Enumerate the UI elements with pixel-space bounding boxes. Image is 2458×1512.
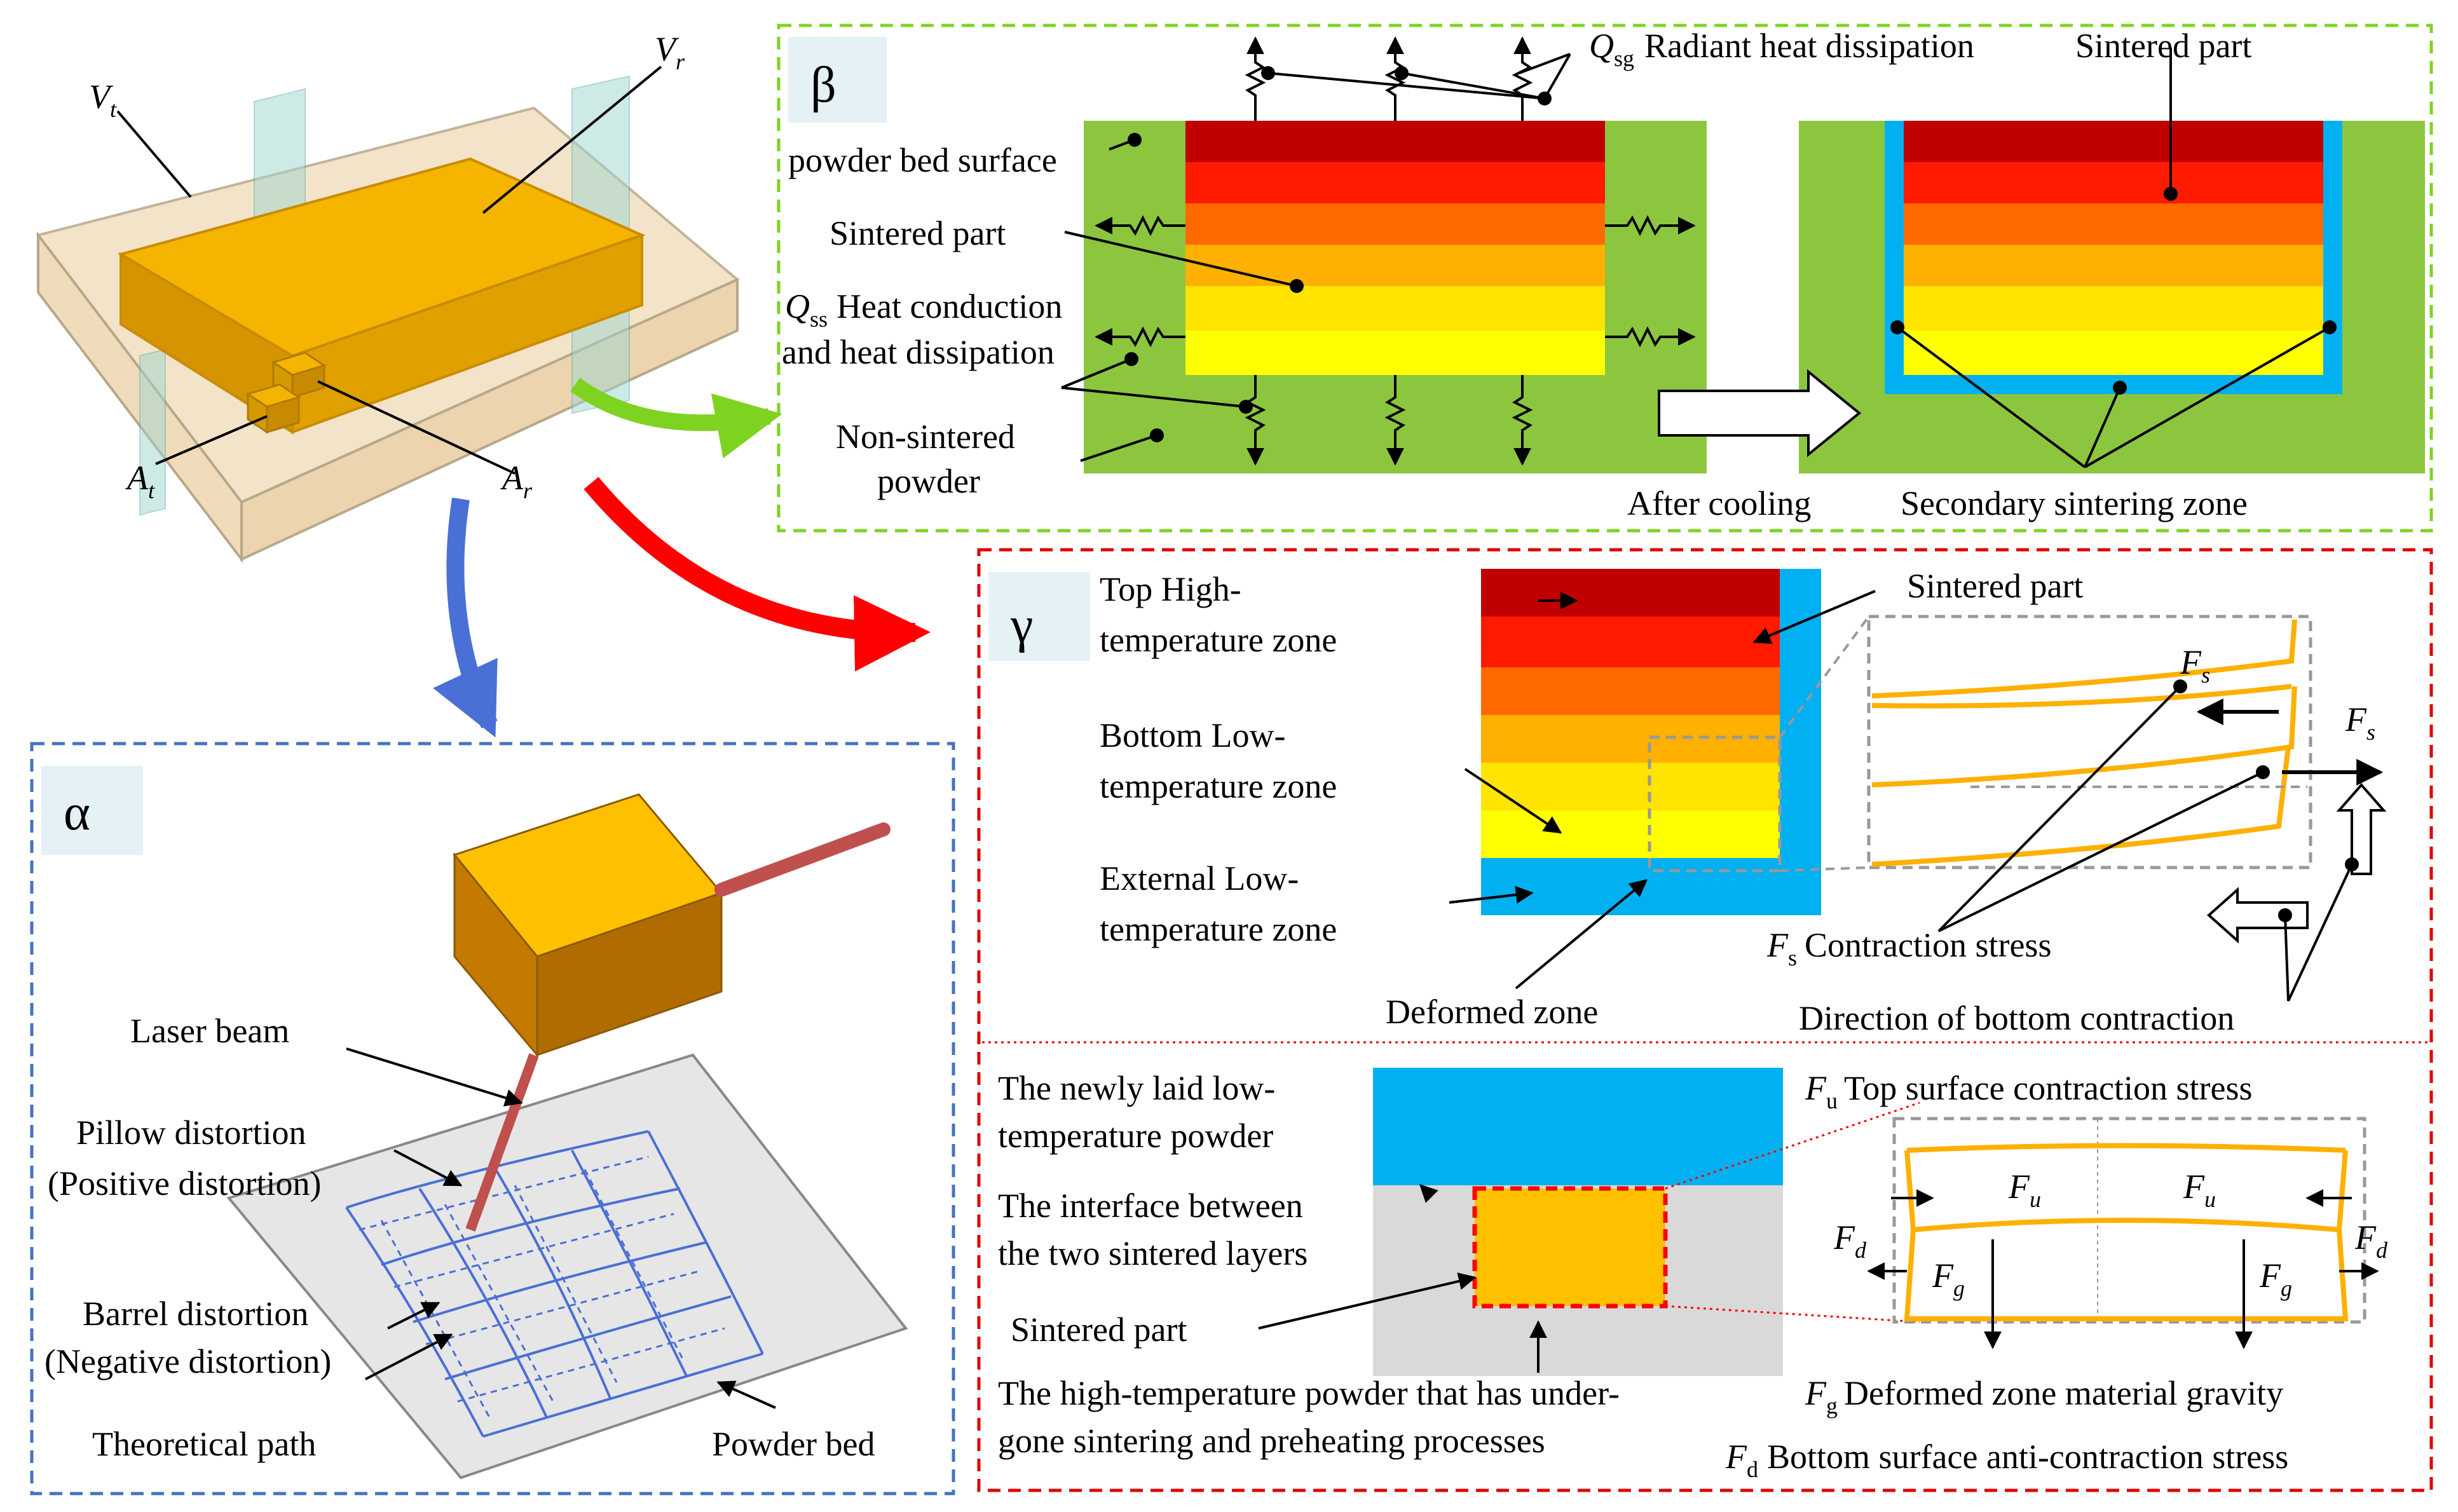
sintered-part-before-label: Sintered part — [830, 214, 1006, 252]
fs-label-2: Fs — [2345, 700, 2375, 745]
alpha-tag: α — [64, 785, 90, 841]
fg-label-2: Fg — [2259, 1257, 2292, 1301]
gamma-tag: γ — [1010, 597, 1033, 653]
powder-bed-surface-label: powder bed surface — [788, 141, 1057, 179]
sintered-part-lower — [1472, 1186, 1668, 1309]
external-zone-label-2: temperature zone — [1100, 910, 1337, 948]
non-sintered-label-1: Non-sintered — [836, 418, 1015, 456]
gamma-panel: γ — [977, 548, 2433, 1492]
bottom-contraction-label: Direction of bottom contraction — [1799, 999, 2234, 1037]
beta-panel: β — [777, 24, 2433, 533]
heat-dissipation-label: and heat dissipation — [782, 333, 1055, 371]
vt-label: Vt — [89, 78, 117, 122]
non-sintered-label-2: powder — [877, 462, 980, 500]
fu-label-1: Fu — [2008, 1168, 2041, 1212]
interface-label-2: the two sintered layers — [998, 1234, 1308, 1272]
barrel-label-1: Barrel distortion — [83, 1295, 308, 1333]
bottom-zone-label-1: Bottom Low- — [1100, 716, 1286, 754]
alpha-panel: α — [30, 742, 955, 1495]
interface-label-1: The interface between — [998, 1187, 1303, 1225]
newly-laid-label-1: The newly laid low- — [998, 1069, 1275, 1107]
distortion-grid — [345, 1130, 764, 1438]
arrow-to-beta — [570, 378, 782, 459]
arrow-to-alpha — [433, 497, 498, 738]
theoretical-path-label: Theoretical path — [92, 1425, 316, 1463]
fd-label-1: Fd — [1833, 1218, 1867, 1263]
ar-label: Ar — [500, 459, 533, 503]
external-zone-label-1: External Low- — [1100, 859, 1299, 897]
beta-tag: β — [810, 57, 836, 113]
bottom-zone-label-2: temperature zone — [1100, 767, 1337, 805]
laser-beam — [465, 1053, 539, 1232]
after-cooling-label: After cooling — [1627, 484, 1811, 522]
fd-label-2: Fd — [2354, 1218, 2388, 1263]
sintered-part-lower-label: Sintered part — [1011, 1311, 1187, 1349]
vr-label: Vr — [655, 30, 685, 74]
fs-label-1: Fs — [2180, 643, 2210, 688]
newly-laid-label-2: temperature powder — [998, 1117, 1273, 1155]
pillow-label-2: (Positive distortion) — [48, 1164, 322, 1202]
at-label: At — [125, 459, 155, 503]
sintered-part-gamma-label: Sintered part — [1907, 567, 2083, 605]
build-volume-model: Vt Vr At Ar — [36, 30, 740, 563]
powder-bed-plane — [226, 1053, 908, 1480]
barrel-label-2: (Negative distortion) — [44, 1342, 331, 1380]
top-zone-label-2: temperature zone — [1100, 621, 1337, 659]
sintered-part-after-label: Sintered part — [2075, 27, 2251, 65]
fg-label-1: Fg — [1932, 1257, 1965, 1301]
arrow-to-gamma — [584, 477, 931, 672]
pillow-label-1: Pillow distortion — [76, 1114, 306, 1152]
deformed-zone-label: Deformed zone — [1386, 993, 1598, 1031]
top-zone-label-1: Top High- — [1100, 570, 1241, 608]
high-temp-label-1: The high-temperature powder that has und… — [998, 1374, 1620, 1412]
laser-tube — [714, 822, 891, 897]
laser-beam-label: Laser beam — [130, 1012, 289, 1050]
powder-bed-label: Powder bed — [712, 1425, 875, 1463]
fu-label-2: Fu — [2183, 1168, 2216, 1212]
high-temp-label-2: gone sintering and preheating processes — [998, 1422, 1545, 1460]
beta-tag-box — [788, 37, 887, 123]
newly-laid-powder — [1373, 1068, 1783, 1185]
secondary-zone-label: Secondary sintering zone — [1901, 484, 2248, 522]
